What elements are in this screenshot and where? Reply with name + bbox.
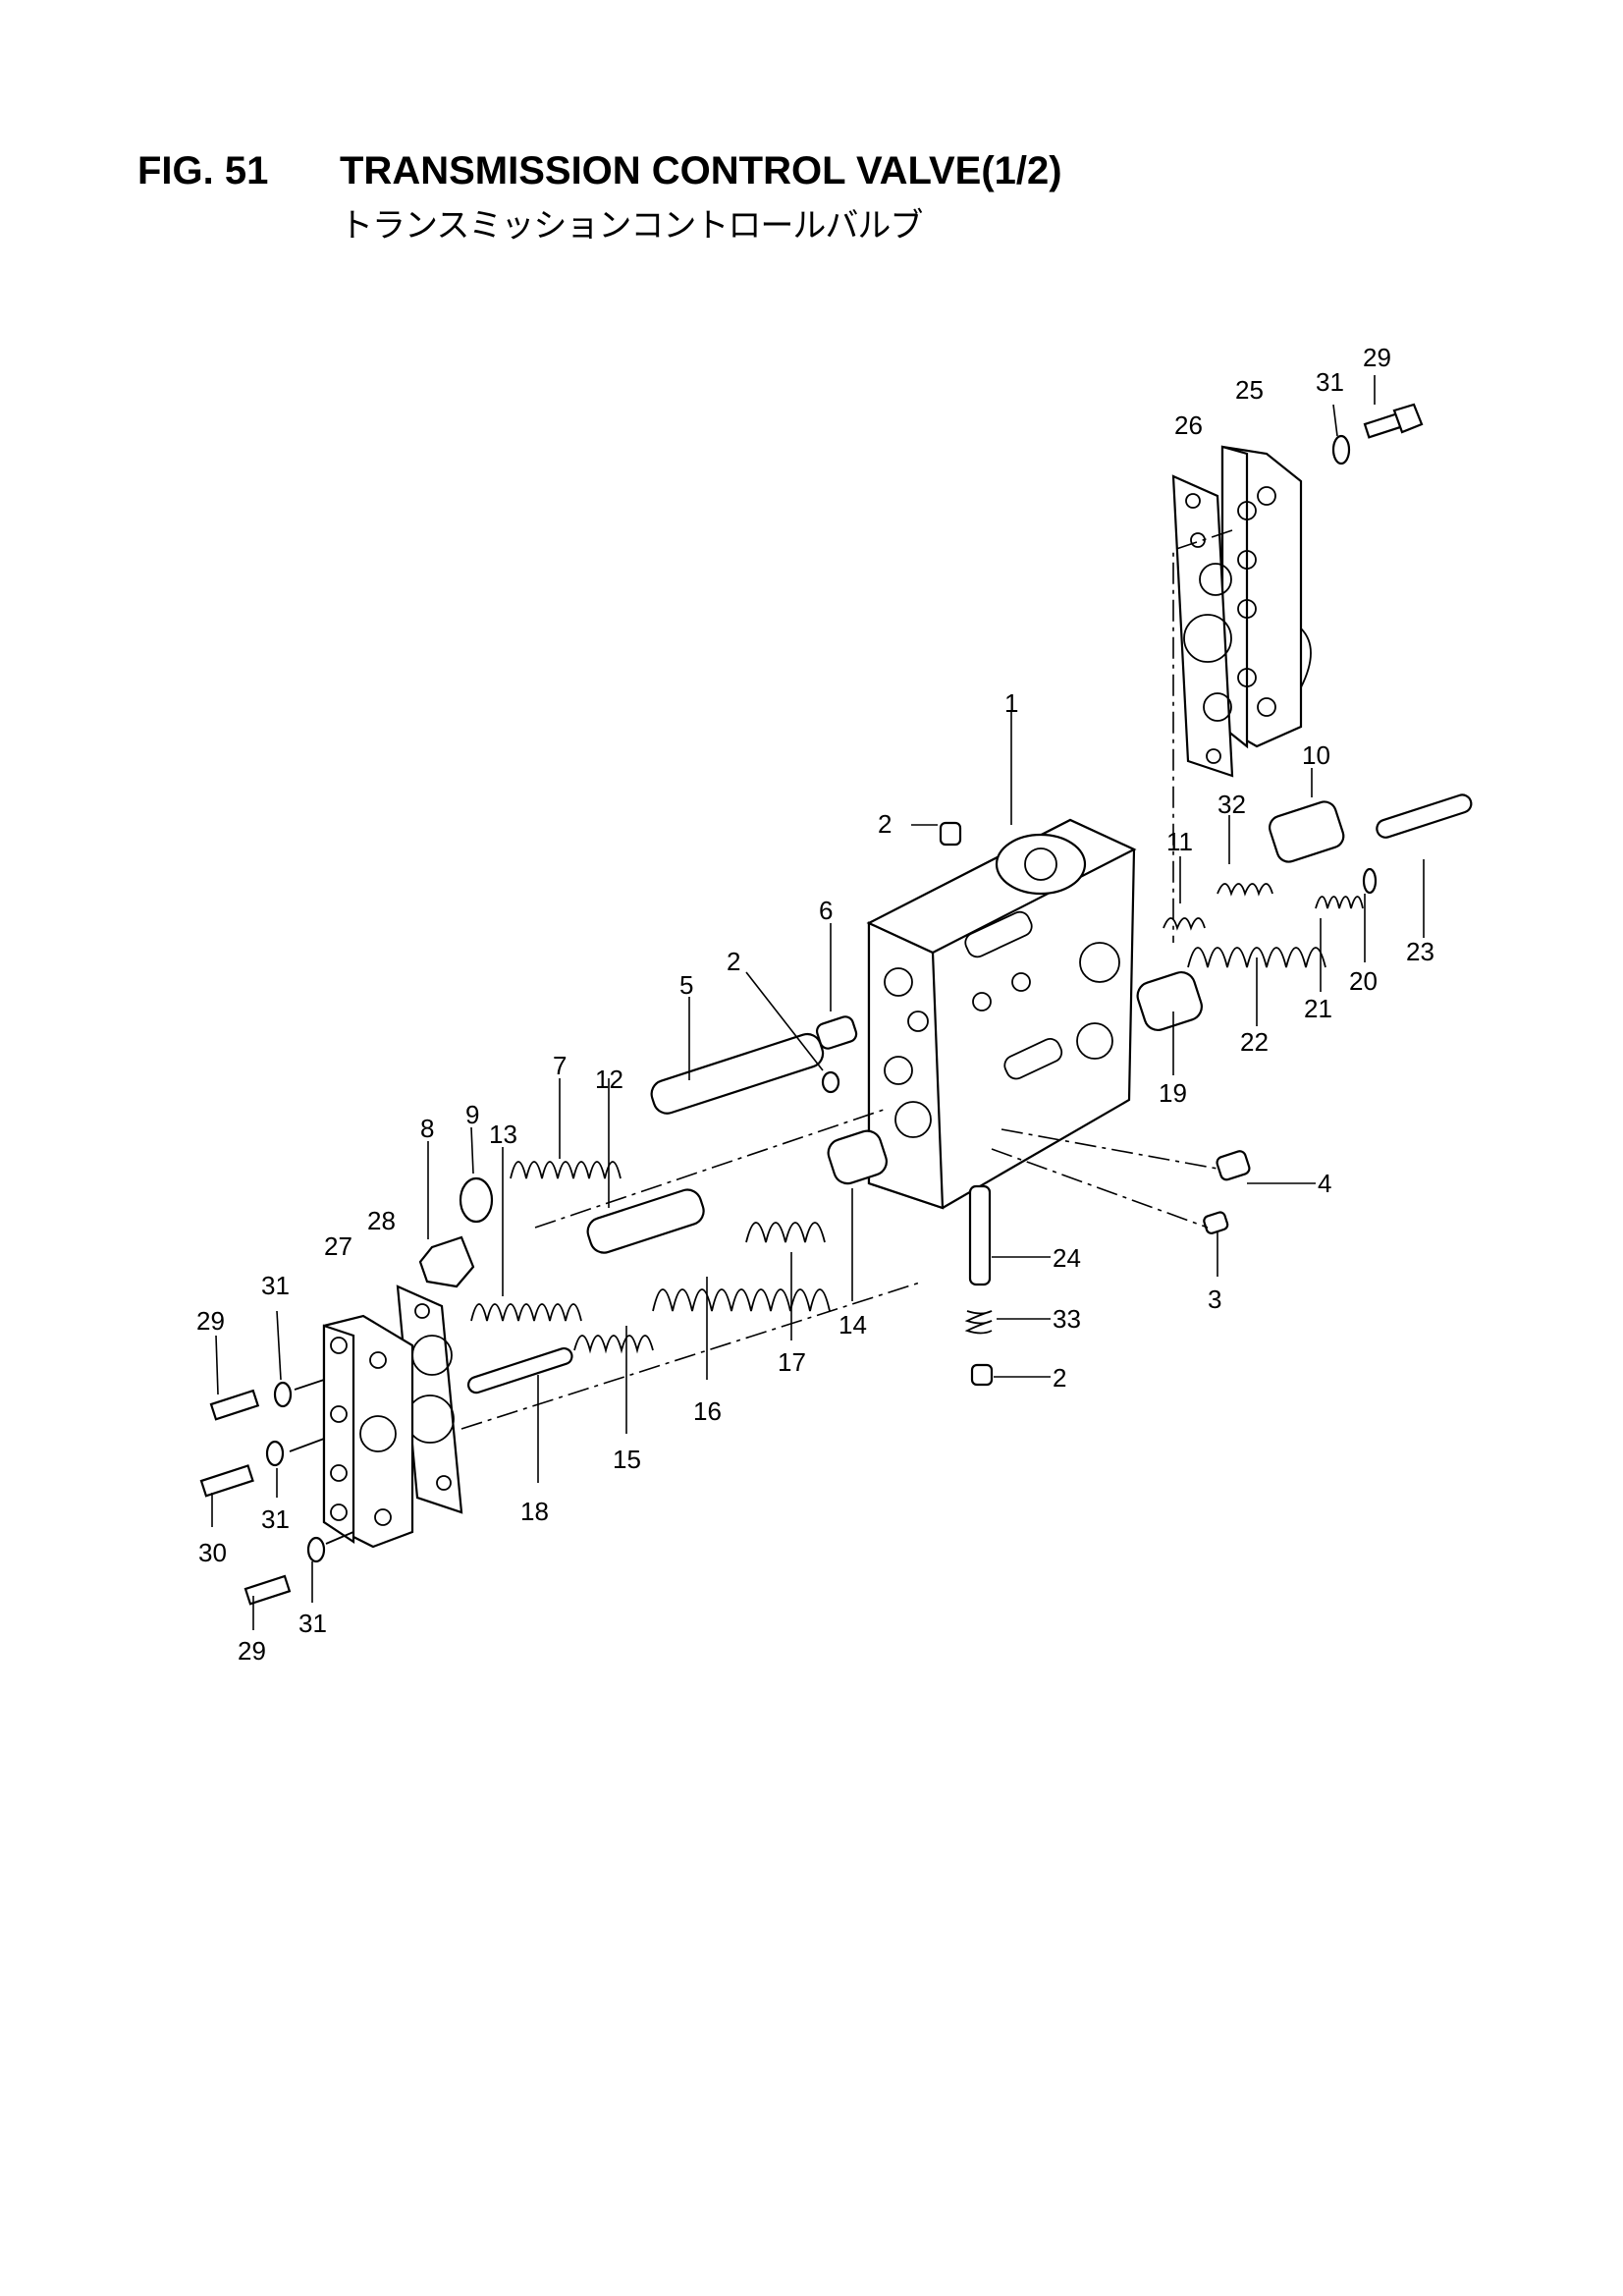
spring-17: [745, 1222, 826, 1243]
figure-title: TRANSMISSION CONTROL VALVE(1/2): [340, 149, 1062, 192]
bolt-29-a: [209, 1389, 260, 1421]
callout-4: 4: [1318, 1169, 1331, 1198]
callout-11: 11: [1166, 827, 1193, 856]
spool-14: [827, 1129, 888, 1185]
callout-9: 9: [465, 1100, 479, 1129]
callout-31-top: 31: [1316, 367, 1344, 397]
plug-8: [418, 1235, 475, 1288]
bolt-29-b: [243, 1574, 292, 1606]
callout-8: 8: [420, 1114, 434, 1143]
leader-lines: [211, 375, 1425, 1630]
callout-14: 14: [839, 1310, 867, 1339]
washer-20: [1362, 867, 1378, 895]
callout-19: 19: [1159, 1078, 1187, 1108]
spring-13: [470, 1303, 582, 1322]
spool-19: [1136, 971, 1203, 1032]
spring-33: [964, 1310, 993, 1335]
spool-12: [586, 1188, 705, 1254]
callout-16: 16: [693, 1396, 722, 1426]
callout-7: 7: [553, 1051, 567, 1080]
plug-6: [815, 1015, 858, 1050]
callout-31-b: 31: [261, 1504, 290, 1534]
plug-2-mid: [821, 1070, 840, 1094]
callout-15: 15: [613, 1445, 641, 1474]
pin-24: [968, 1184, 992, 1286]
callout-20: 20: [1349, 966, 1378, 996]
spring-16: [652, 1288, 831, 1312]
callout-10: 10: [1302, 740, 1330, 770]
spring-22: [1187, 947, 1326, 968]
callout-28: 28: [367, 1206, 396, 1235]
spring-11: [1163, 917, 1206, 931]
cover-plate-top: [1220, 445, 1312, 749]
callout-2-top: 2: [878, 809, 892, 839]
callout-12: 12: [595, 1065, 623, 1094]
callout-labels: 29 25 31 26 1 10 2 32 11 6 23 2 5 20 21 …: [196, 343, 1434, 1666]
plug-4: [1216, 1150, 1251, 1181]
callout-29-a: 29: [196, 1306, 225, 1336]
spring-7: [510, 1161, 622, 1179]
callout-21: 21: [1304, 994, 1332, 1023]
plug-2-top: [939, 821, 962, 847]
callout-6: 6: [819, 896, 833, 925]
bolt-top: [1363, 403, 1424, 439]
pin-23: [1376, 793, 1473, 839]
callout-27: 27: [324, 1231, 352, 1261]
bolt-guide-lines: [289, 1379, 354, 1545]
plug-9: [459, 1176, 494, 1224]
plug-2-bottom: [970, 1363, 994, 1387]
callout-29-b: 29: [238, 1636, 266, 1666]
washer-31-a: [273, 1381, 293, 1408]
valve-body: [866, 818, 1137, 1210]
plug-3: [1203, 1211, 1229, 1234]
callout-31-c: 31: [298, 1609, 327, 1638]
spool-5: [650, 1032, 825, 1115]
callout-13: 13: [489, 1120, 517, 1149]
spool-10: [1269, 800, 1345, 863]
figure-subtitle: トランスミッションコントロールバルブ: [340, 206, 923, 246]
cover-plate-left: [322, 1314, 414, 1549]
washer-31-b: [265, 1440, 285, 1467]
spring-15: [573, 1335, 654, 1354]
callout-30: 30: [198, 1538, 227, 1567]
callout-32: 32: [1217, 790, 1246, 819]
washer-top: [1331, 434, 1351, 465]
callout-5: 5: [679, 970, 693, 1000]
callout-2-bottom: 2: [1053, 1363, 1066, 1393]
callout-31-a: 31: [261, 1271, 290, 1300]
bolt-30: [199, 1464, 254, 1498]
pin-18: [466, 1346, 573, 1394]
assembly-line-right: [991, 1128, 1218, 1229]
callout-23: 23: [1406, 937, 1434, 966]
callout-29-top: 29: [1363, 343, 1391, 372]
callout-3: 3: [1208, 1285, 1221, 1314]
figure-number: FIG. 51: [137, 149, 269, 192]
callout-22: 22: [1240, 1027, 1269, 1057]
assembly-line-top: [1172, 529, 1233, 943]
callout-26: 26: [1174, 410, 1203, 440]
callout-1: 1: [1004, 688, 1018, 718]
gasket-top: [1171, 474, 1234, 778]
washer-31-c: [306, 1536, 326, 1563]
callout-33: 33: [1053, 1304, 1081, 1334]
callout-17: 17: [778, 1347, 806, 1377]
callout-2-mid: 2: [727, 947, 740, 976]
callout-25: 25: [1235, 375, 1264, 405]
callout-24: 24: [1053, 1243, 1081, 1273]
spring-21: [1315, 896, 1364, 909]
callout-18: 18: [520, 1497, 549, 1526]
spring-32: [1217, 883, 1273, 897]
